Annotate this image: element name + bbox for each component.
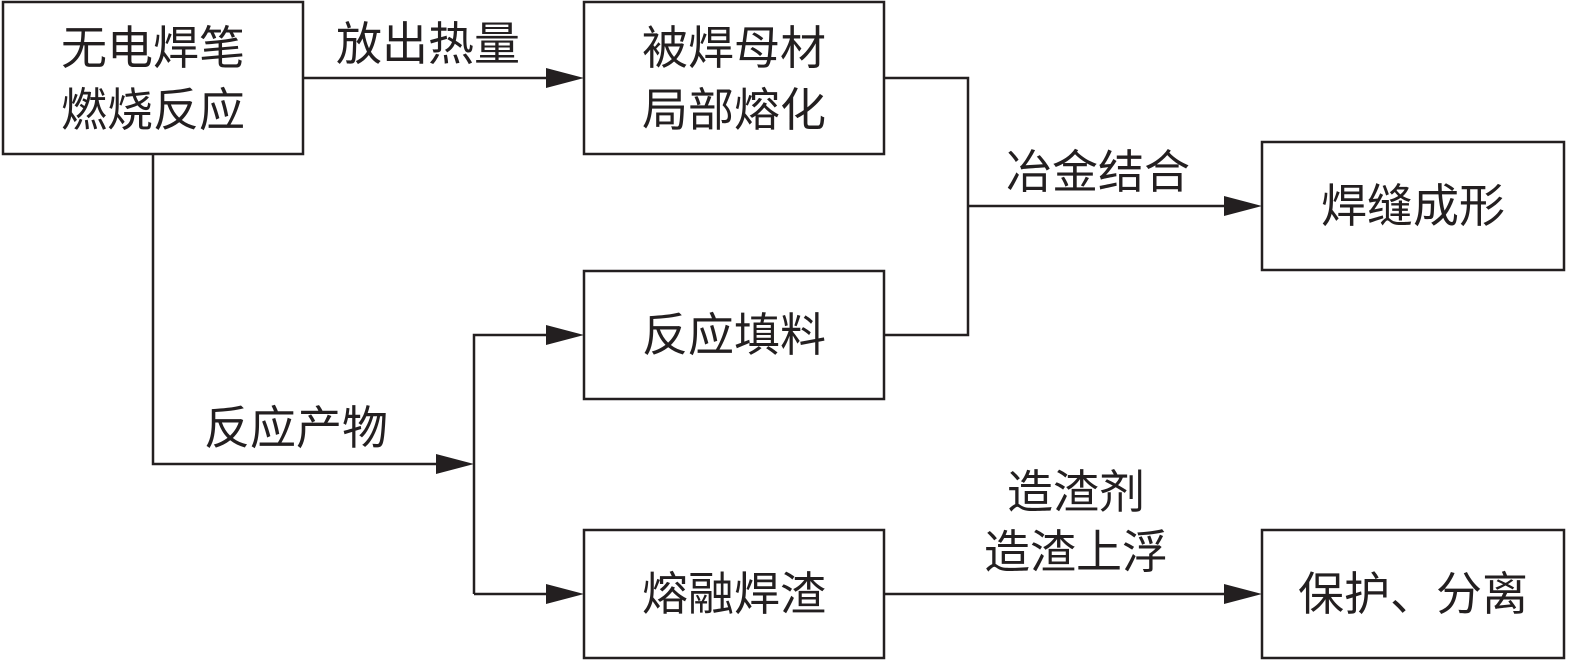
node-weld-label: 焊缝成形: [1321, 179, 1505, 233]
arrow-head: [436, 454, 474, 474]
arrow-head: [1224, 196, 1262, 216]
node-filler-label: 反应填料: [642, 308, 826, 362]
node-slag-label: 熔融焊渣: [642, 567, 826, 621]
arrow-head: [546, 68, 584, 88]
node-melt-line1: 被焊母材: [642, 21, 826, 75]
edge-metallurgy-label: 冶金结合: [1006, 145, 1190, 199]
edge-products: 反应产物: [151, 154, 474, 474]
node-protect-label: 保护、分离: [1298, 567, 1528, 621]
node-filler: 反应填料: [582, 269, 886, 401]
edge-slagging-line2: 造渣上浮: [984, 525, 1168, 579]
edge-metallurgy: 冶金结合: [884, 76, 1262, 337]
edge-slagging-line1: 造渣剂: [1007, 465, 1145, 519]
edge-to-slag: [474, 584, 584, 604]
edge-slagging: 造渣剂 造渣上浮: [884, 465, 1262, 604]
edge-to-filler: [472, 325, 584, 594]
node-melt: 被焊母材 局部熔化: [582, 0, 886, 156]
node-protect: 保护、分离: [1260, 528, 1566, 660]
node-start-line1: 无电焊笔: [61, 21, 245, 75]
edge-heat: 放出热量: [303, 17, 584, 88]
arrow-head: [546, 325, 584, 345]
node-start: 无电焊笔 燃烧反应: [1, 0, 305, 156]
node-melt-line2: 局部熔化: [642, 83, 826, 137]
node-start-line2: 燃烧反应: [61, 83, 245, 137]
edge-heat-label: 放出热量: [336, 17, 520, 71]
edge-products-label: 反应产物: [204, 401, 388, 455]
arrow-head: [546, 584, 584, 604]
arrow-head: [1224, 584, 1262, 604]
node-slag: 熔融焊渣: [582, 528, 886, 660]
node-weld: 焊缝成形: [1260, 140, 1566, 272]
